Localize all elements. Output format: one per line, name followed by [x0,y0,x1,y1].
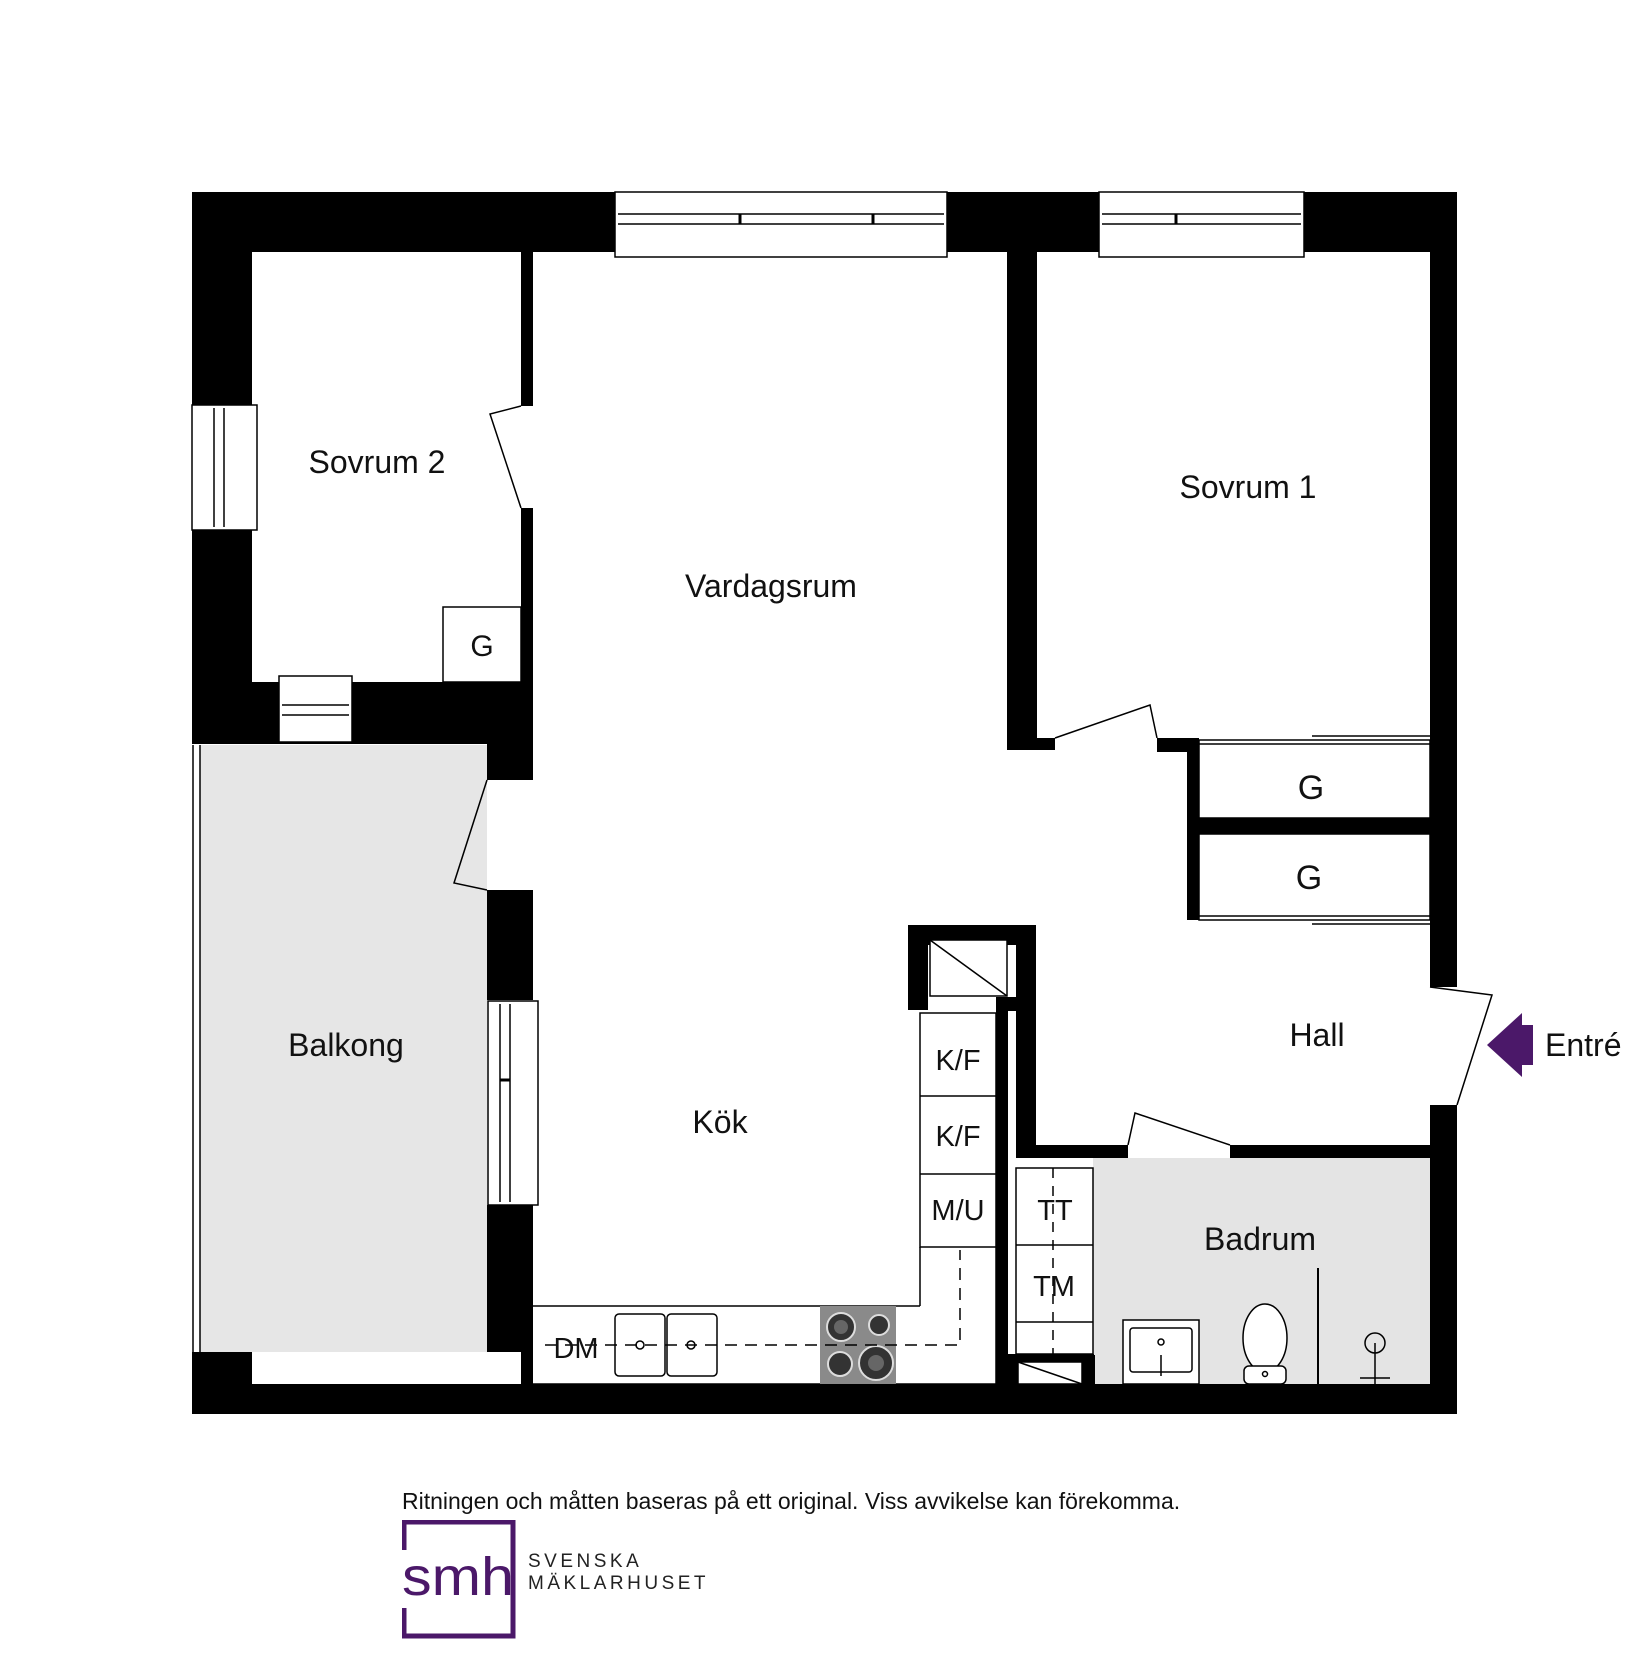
room-label-hall: Hall [1289,1017,1344,1053]
bathroom-sink [1122,1319,1200,1385]
window-sovrum-1 [1098,191,1305,258]
room-label-sovrum-1: Sovrum 1 [1180,469,1317,505]
room-label-sovrum-2: Sovrum 2 [309,444,446,480]
laundry-units [1015,1167,1094,1355]
closet-hall-upper [1198,735,1431,819]
appliance-label-tt: TT [1037,1195,1073,1227]
room-label-kok: Kök [692,1104,748,1140]
window-kitchen-balcony [487,1000,539,1206]
entrance-arrow-icon [1487,1013,1533,1077]
closet-sovrum-2 [442,606,522,683]
closet-hall-lower [1198,833,1431,925]
room-label-balkong: Balkong [288,1027,404,1063]
brand-name-line-1: SVENSKA [528,1551,643,1572]
floor-plan: Sovrum 2 Sovrum 1 Vardagsrum Balkong Kök… [191,191,1621,1414]
interior-walls [252,252,1430,1384]
window-sovrum-2 [191,404,258,531]
kitchen-cabinets [533,1012,997,1385]
appliance-label-kf-1: K/F [935,1045,980,1077]
logo-frame [402,1520,516,1639]
closet-label-sovrum-2: G [470,630,493,663]
kitchen-counter-line [545,1250,961,1346]
entrance-label: Entré [1545,1027,1621,1063]
appliance-label-tm: TM [1033,1271,1075,1303]
shower-head [1360,1332,1390,1384]
window-balcony-door-top [278,675,353,743]
balcony-railing [192,745,201,1352]
shaft [929,939,1008,997]
logo-mark: smh [402,1547,514,1607]
brand-name: SVENSKA MÄKLARHUSET [528,1551,709,1595]
appliance-label-kf-2: K/F [935,1121,980,1153]
disclaimer-text: Ritningen och måtten baseras på ett orig… [402,1488,1181,1514]
toilet [1242,1303,1288,1385]
appliance-label-mu: M/U [931,1195,984,1227]
laundry-wall [1008,1354,1094,1385]
closet-label-hall-upper: G [1298,769,1324,807]
room-label-badrum: Badrum [1204,1221,1316,1257]
door-swings [453,405,1493,1146]
brand-name-line-2: MÄKLARHUSET [528,1573,710,1594]
brand-logo: smh [402,1520,516,1639]
appliance-label-dm: DM [553,1333,598,1365]
window-vardagsrum [614,191,948,258]
balcony-floor [200,745,487,1352]
closet-label-hall-lower: G [1296,859,1322,897]
room-label-vardagsrum: Vardagsrum [685,568,857,604]
